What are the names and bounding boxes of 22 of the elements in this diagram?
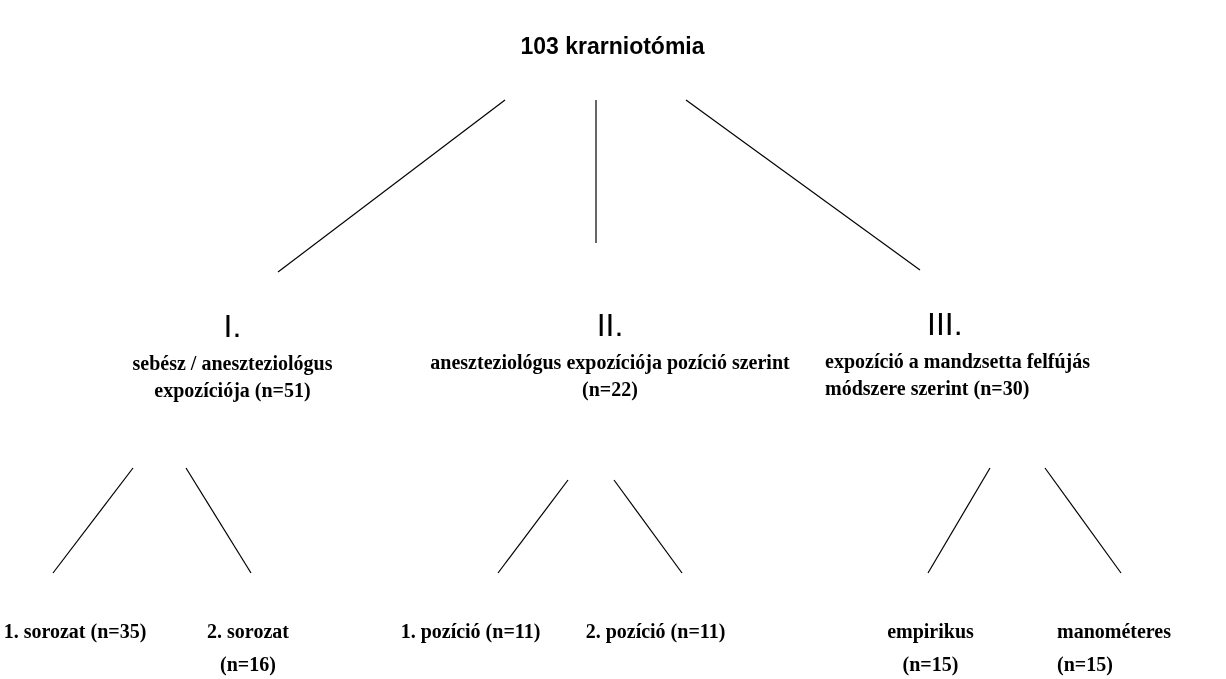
connector-line (595, 99, 597, 244)
connector-line (277, 99, 506, 273)
leaf-label: 1. sorozat (n=35) (3, 619, 147, 645)
connector-line (497, 479, 569, 574)
connector-line (685, 99, 921, 271)
group-description: sebész / aneszteziológus expozíciója (n=51) (131, 351, 334, 404)
group-numeral: I. (223, 308, 242, 344)
connector-line (927, 467, 991, 574)
group-description: expozíció a mandzsetta felfújás módszere szerint (n=30) (825, 349, 1091, 402)
root-label: 103 krarniotómia (520, 33, 705, 60)
group-description: aneszteziológus expozíciója pozíció szerint (n=22) (429, 350, 791, 403)
connector-line (1044, 467, 1122, 574)
connector-line (52, 467, 134, 574)
connector-line (185, 467, 252, 574)
leaf-label: empirikus (n=15) (886, 619, 975, 678)
connector-line (613, 479, 683, 574)
group-numeral: II. (596, 307, 624, 343)
leaf-label: 2. sorozat (n=16) (206, 619, 290, 678)
group-numeral: III. (927, 306, 963, 342)
leaf-label: manométeres (n=15) (1057, 619, 1173, 678)
leaf-label: 2. pozíció (n=11) (585, 619, 726, 645)
leaf-label: 1. pozíció (n=11) (400, 619, 541, 645)
